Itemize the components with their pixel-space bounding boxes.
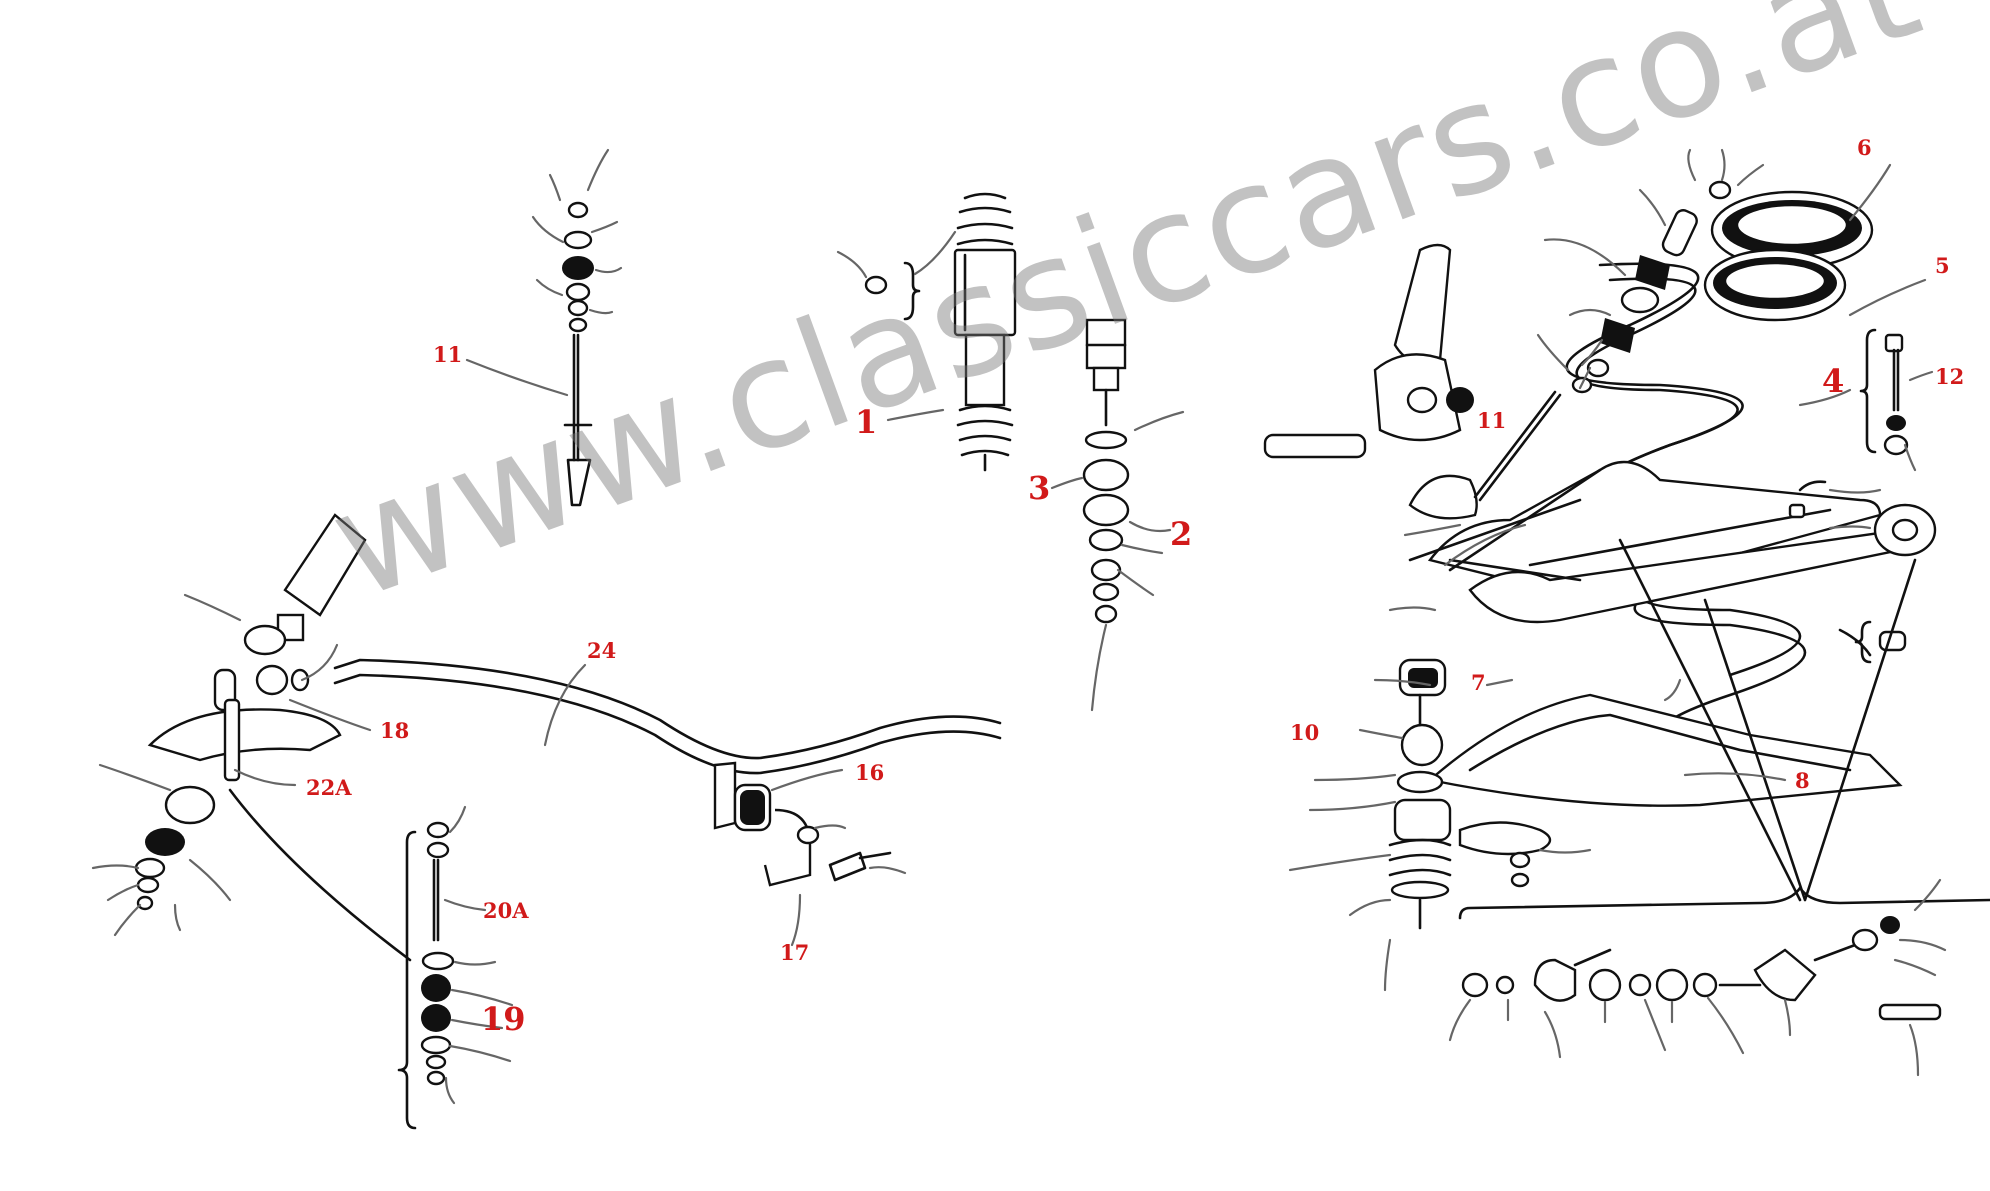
leader-22A — [233, 768, 297, 787]
callout-16: 16 — [855, 760, 885, 785]
upper-fittings — [1473, 180, 1732, 502]
swivel-pin — [1388, 658, 1452, 930]
leader-24 — [543, 663, 587, 747]
leader-5 — [1848, 278, 1927, 317]
drop-link-stack — [397, 821, 455, 1130]
bracket-1 — [903, 261, 921, 321]
callout-11-right: 11 — [1477, 408, 1507, 433]
callout-8: 8 — [1795, 768, 1810, 793]
callout-20A: 20A — [483, 898, 529, 923]
mount-stack — [1082, 318, 1130, 624]
shock-absorber — [953, 192, 1017, 472]
bolt-12 — [1859, 328, 1909, 456]
leader-12 — [1908, 370, 1934, 382]
leader-10 — [1358, 728, 1404, 740]
callout-17: 17 — [780, 940, 810, 965]
anti-roll-bar — [333, 658, 1002, 760]
leader-18 — [288, 698, 372, 732]
leader-8 — [1683, 772, 1787, 782]
lower-pivot-assembly — [1458, 886, 1990, 1021]
callout-18: 18 — [380, 718, 410, 743]
leader-11-left — [465, 358, 569, 397]
bush-right — [1788, 480, 1907, 664]
link-assembly — [134, 513, 367, 911]
leader-6 — [1848, 163, 1892, 222]
callout-10: 10 — [1290, 720, 1320, 745]
callout-7: 7 — [1471, 670, 1486, 695]
callout-6: 6 — [1857, 135, 1872, 160]
coil-spring — [1565, 190, 1874, 757]
upper-wishbone — [1408, 460, 1937, 624]
callout-19: 19 — [481, 1000, 526, 1038]
callout-12: 12 — [1935, 364, 1965, 389]
callout-3: 3 — [1028, 469, 1051, 507]
leader-2 — [1128, 520, 1172, 533]
callout-5: 5 — [1935, 253, 1950, 278]
bush-1 — [864, 275, 888, 295]
callout-4: 4 — [1822, 362, 1845, 400]
leader-3 — [1050, 476, 1084, 490]
callout-22A: 22A — [306, 775, 352, 800]
leader-1 — [886, 408, 945, 422]
callout-2: 2 — [1170, 515, 1193, 553]
leader-7 — [1485, 678, 1514, 687]
callout-11-left: 11 — [433, 342, 463, 367]
stub-axle — [1263, 243, 1478, 520]
callout-1: 1 — [855, 403, 878, 441]
leader-4 — [1798, 388, 1852, 407]
leader-19 — [450, 1018, 504, 1030]
leader-20A — [443, 898, 487, 912]
leader-16 — [770, 768, 844, 792]
tie-rod-upper — [562, 201, 594, 507]
callout-24: 24 — [587, 638, 617, 663]
leader-17 — [790, 893, 802, 947]
lower-wishbone — [1427, 693, 1903, 888]
clamp-and-bush — [713, 761, 892, 887]
